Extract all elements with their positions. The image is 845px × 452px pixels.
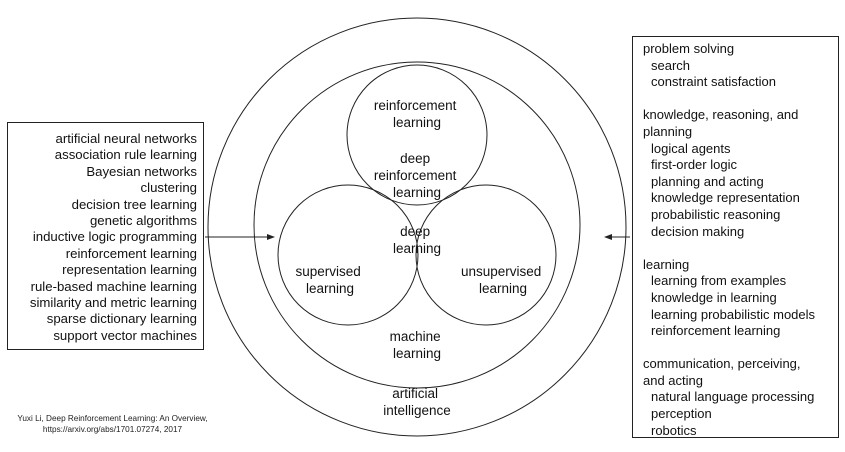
ai-topic-item: search (651, 57, 691, 73)
ai-topic-item: reinforcement learning (651, 323, 781, 339)
ml-method-item: similarity and metric learning (29, 295, 197, 311)
deep-learning-label: deep learning (393, 224, 441, 256)
ai-topic-item: decision making (651, 223, 745, 239)
ai-topic-item: natural language processing (651, 389, 815, 405)
ml-method-item: clustering (140, 180, 197, 196)
ml-method-item: artificial neural networks (55, 131, 197, 146)
ai-topic-heading: and acting (643, 372, 703, 388)
reinforcement-learning-circle (346, 64, 488, 206)
ai-topic-item: learning from examples (651, 273, 787, 289)
reinforcement-learning-label: reinforcement learning (374, 98, 460, 130)
ai-topic-item: knowledge representation (651, 190, 800, 206)
machine-learning-label: machine learning (390, 329, 445, 361)
ai-topic-heading: knowledge, reasoning, and (643, 107, 799, 123)
deep-reinforcement-learning-label: deep reinforcement learning (374, 151, 460, 200)
ai-topic-item: constraint satisfaction (651, 74, 777, 90)
ai-topic-heading: problem solving (643, 41, 735, 56)
ai-topic-item: perception (651, 406, 712, 422)
ml-method-item: inductive logic programming (32, 229, 197, 245)
artificial-intelligence-circle (207, 17, 627, 437)
ml-method-item: reinforcement learning (65, 245, 197, 261)
ml-method-item: rule-based machine learning (30, 278, 197, 294)
ai-topic-heading: communication, perceiving, (643, 356, 801, 372)
unsupervised-learning-circle (415, 184, 557, 326)
ml-method-item: sparse dictionary learning (46, 311, 197, 327)
ai-topic-heading: learning (643, 256, 690, 272)
ai-topic-item: first-order logic (651, 157, 737, 173)
ai-topic-item: planning and acting (651, 173, 764, 189)
supervised-learning-label: supervised learning (295, 264, 364, 296)
unsupervised-learning-label: unsupervised learning (461, 264, 545, 296)
ml-method-item: Bayesian networks (86, 163, 197, 179)
machine-learning-circle (253, 61, 581, 389)
ml-method-item: decision tree learning (71, 196, 197, 212)
ai-topic-item: probabilistic reasoning (651, 206, 781, 222)
ai-topic-item: knowledge in learning (651, 289, 777, 305)
ai-topic-item: logical agents (651, 140, 731, 156)
citation-line: Yuxi Li, Deep Reinforcement Learning: An… (17, 414, 208, 423)
ai-topic-item: robotics (651, 422, 697, 438)
ml-method-item: representation learning (62, 262, 197, 278)
citation-line: https://arxiv.org/abs/1701.07274, 2017 (42, 424, 183, 434)
supervised-learning-circle (277, 184, 419, 326)
ai-topic-heading: planning (643, 123, 693, 139)
citation: Yuxi Li, Deep Reinforcement Learning: An… (10, 414, 215, 435)
ml-method-item: genetic algorithms (89, 213, 197, 229)
artificial-intelligence-label: artificial intelligence (383, 386, 451, 418)
ml-method-item: support vector machines (53, 327, 197, 343)
ml-method-item: association rule learning (54, 147, 197, 163)
ai-topic-item: learning probabilistic models (651, 306, 816, 322)
